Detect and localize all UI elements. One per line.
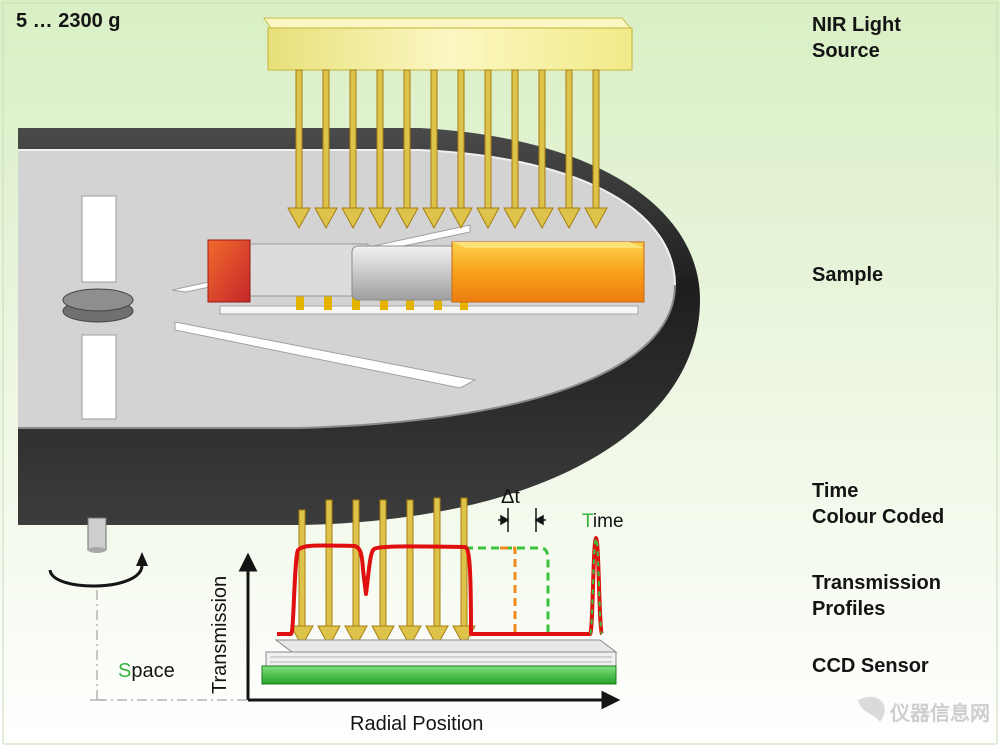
incident-beams xyxy=(287,69,608,230)
time-first-letter: T xyxy=(582,511,594,532)
sample-label: Sample xyxy=(812,264,884,286)
transmission-profiles xyxy=(277,536,604,636)
sample-fill-top xyxy=(452,242,644,248)
rotor-shaft xyxy=(87,517,107,553)
rotor-slot-lower xyxy=(81,334,117,420)
profile-orange-dashed xyxy=(500,546,517,634)
x-axis-arrow xyxy=(601,690,621,710)
light-source-label-line-2: Source xyxy=(812,40,880,62)
y-axis-label: Transmission xyxy=(209,576,231,694)
y-axis-arrow xyxy=(238,552,258,572)
transmitted-beams xyxy=(290,497,476,648)
light-source-label: NIR Light Source xyxy=(812,12,901,64)
rotation-arrow xyxy=(48,565,144,588)
time-rest: ime xyxy=(593,511,624,532)
cuvette-body xyxy=(247,243,369,297)
light-source-label-line-1: NIR Light xyxy=(812,14,901,36)
rotation-arrow-head xyxy=(136,552,148,566)
sample-cuvette xyxy=(207,239,645,303)
mass-range-label: 5 … 2300 g xyxy=(16,10,121,32)
watermark: 仪器信息网 xyxy=(858,696,990,725)
time-coded-label: Time Colour Coded xyxy=(812,478,944,530)
sample-tray xyxy=(219,305,639,315)
plot-axes xyxy=(238,552,621,710)
rotor-face-lower-edge xyxy=(18,284,676,429)
sample-fill xyxy=(451,241,645,303)
profiles-label-line-2: Profiles xyxy=(812,598,886,620)
delta-t-label: Δt xyxy=(501,486,520,508)
profile-green-dashed xyxy=(465,546,550,634)
profiles-label-line-1: Transmission xyxy=(812,572,941,594)
space-axis xyxy=(90,590,248,701)
watermark-text: 仪器信息网 xyxy=(889,701,990,725)
space-label: Space xyxy=(118,660,175,682)
time-axis-label: Time xyxy=(582,511,624,532)
rotor-hub xyxy=(62,288,134,323)
rotor-slot-upper xyxy=(81,195,117,283)
sample-cap xyxy=(207,239,251,303)
x-axis-label: Radial Position xyxy=(350,713,483,735)
space-first-letter: S xyxy=(118,660,131,682)
holder-rail-lower xyxy=(174,321,477,389)
space-rest: pace xyxy=(131,660,174,682)
watermark-logo-icon xyxy=(858,696,885,722)
ccd-label: CCD Sensor xyxy=(812,655,929,677)
time-coded-label-line-1: Time xyxy=(812,480,859,502)
ccd-sensor xyxy=(261,639,618,685)
delta-t-marker xyxy=(498,508,546,532)
nir-light-source xyxy=(263,17,634,71)
profiles-label: Transmission Profiles xyxy=(812,570,941,622)
time-coded-label-line-2: Colour Coded xyxy=(812,506,945,528)
